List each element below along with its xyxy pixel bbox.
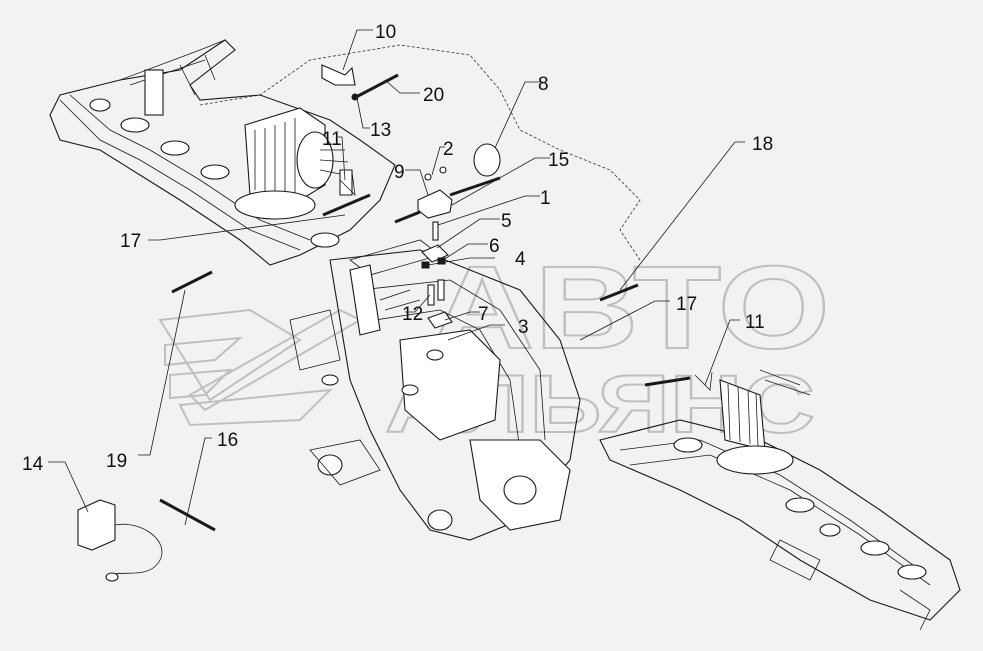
callout-4: 4 [515,249,526,270]
left-boom-section [49,39,641,266]
bracket-part-10 [321,64,356,86]
cable-part-14 [111,523,163,576]
bolt-part-12b [437,279,445,301]
right-motor-unit [716,369,811,475]
connector-part-9 [417,189,453,219]
watermark-emblem [158,308,363,427]
box-part-14 [77,499,116,551]
callout-13: 13 [370,120,391,141]
rod-part-20 [357,73,399,98]
callout-16: 16 [217,430,238,451]
sensor-rod-17b [644,376,691,387]
callout-20: 20 [423,85,444,106]
cable-part-15 [449,176,501,197]
left-motor-unit [234,107,353,220]
callout-17-right: 17 [676,294,697,315]
right-boom-section [599,419,961,631]
callout-labels: 10 20 13 8 11 2 9 15 1 5 6 4 12 7 3 18 1… [22,22,773,475]
callout-3: 3 [518,317,529,338]
callout-9: 9 [394,162,405,183]
ring-part-8 [473,143,501,177]
bracket-part-11a [339,171,356,197]
callout-7: 7 [478,304,489,325]
callout-18: 18 [752,134,773,155]
sensor-rod-19 [171,270,213,294]
bolt-part-12a [427,284,435,306]
screw-part-2a [424,173,432,181]
screw-part-2b [439,166,447,174]
callout-14: 14 [22,454,44,475]
sensor-rod-18 [599,283,639,302]
nut-part-13 [351,93,359,101]
clamp-part-7 [427,311,453,329]
callout-6: 6 [489,236,500,257]
callout-2: 2 [443,139,454,160]
callout-19: 19 [106,451,127,472]
callout-10: 10 [375,22,396,43]
bolt-part-1 [432,221,439,241]
callout-1: 1 [540,188,551,209]
bracket-part-11b [694,371,713,391]
callout-11-left: 11 [322,129,342,150]
callout-15: 15 [548,150,569,171]
callout-8: 8 [538,74,549,95]
nut-part-6 [437,257,446,265]
callout-17-left: 17 [120,231,141,252]
callout-12: 12 [402,304,423,325]
callout-11-right: 11 [745,312,765,333]
fastener-parts [77,64,713,582]
central-frame [289,239,581,541]
callout-5: 5 [501,211,512,232]
sensor-rod-17a [322,193,371,217]
leader-lines [48,29,745,526]
